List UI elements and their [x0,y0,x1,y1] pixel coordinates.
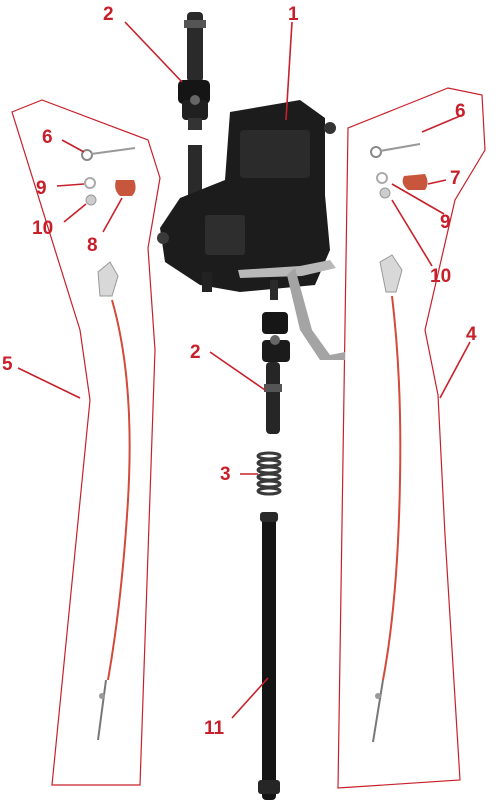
knob-handle-8 [115,180,136,196]
leader-8 [102,197,123,233]
leader-4 [439,341,471,399]
callout-4: 4 [466,324,477,345]
callout-9-right: 9 [440,212,451,233]
callout-6-right: 6 [455,101,466,122]
right-washer-9 [376,172,388,184]
leader-6-right [421,115,461,133]
left-washer-10 [85,194,97,206]
callout-3: 3 [220,464,231,485]
leader-9-right [391,183,445,215]
leader-11 [231,677,269,719]
callout-6-left: 6 [42,127,53,148]
leader-6-left [61,139,85,153]
lower-universal-joint [262,312,290,434]
long-shaft [258,512,280,800]
callout-10-right: 10 [430,266,451,287]
left-group-outline [11,99,161,786]
gearbox [157,100,345,360]
leader-9-left [56,183,85,187]
left-throttle-cable [97,261,131,741]
leader-5 [17,367,81,399]
callout-1: 1 [288,4,299,25]
spring [256,451,282,496]
leader-7 [427,179,447,185]
right-washer-10 [379,187,391,199]
left-washer-9 [84,177,96,189]
callout-2-top: 2 [103,4,114,25]
leader-10-right [391,199,433,267]
leader-2-top [124,21,183,83]
callout-8: 8 [87,235,98,256]
left-cotter-pin [81,147,136,161]
upper-universal-joint [178,12,210,130]
callout-10-left: 10 [32,218,53,239]
right-cotter-pin [370,143,421,158]
right-shift-cable [372,254,403,743]
callout-9-left: 9 [36,178,47,199]
callout-2-mid: 2 [190,342,201,363]
right-group-outline [337,87,486,789]
leader-2-mid [209,351,266,391]
leader-10-left [63,203,87,223]
callout-7: 7 [450,168,461,189]
knob-handle-7 [402,174,428,190]
leader-1 [285,21,293,121]
callout-5: 5 [2,354,13,375]
callout-11: 11 [204,718,225,739]
